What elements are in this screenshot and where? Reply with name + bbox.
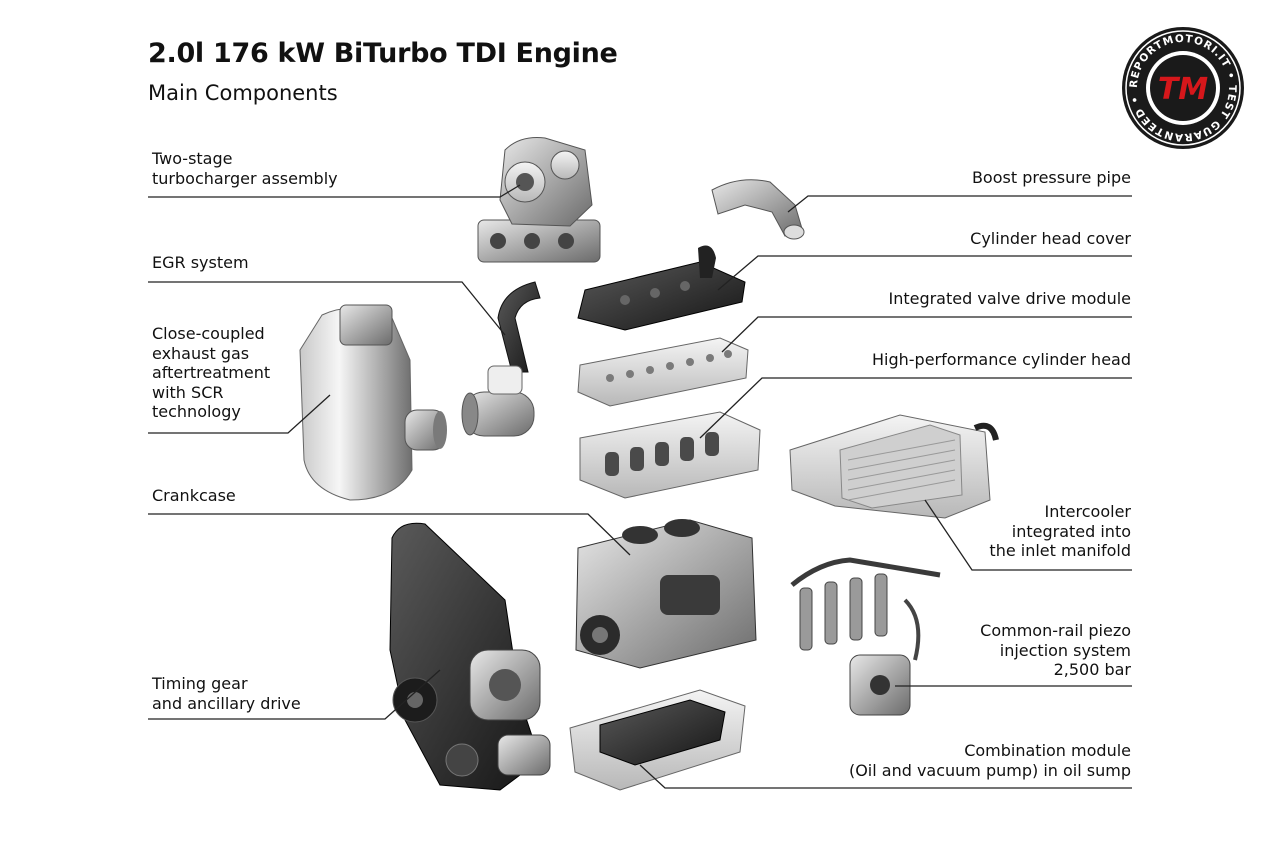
label-crankcase-line1: Crankcase — [152, 486, 236, 505]
label-injection-line3: 2,500 bar — [1053, 660, 1131, 679]
label-head-cover-line1: Cylinder head cover — [970, 229, 1131, 248]
badge-logo-text: TM — [1158, 72, 1208, 107]
label-injection: Common-rail piezo injection system 2,500… — [980, 621, 1131, 680]
leader-turbocharger — [148, 184, 521, 198]
leader-combination — [639, 764, 1132, 789]
leader-aftertreatment — [148, 394, 331, 434]
label-combination-line2: (Oil and vacuum pump) in oil sump — [848, 760, 1131, 780]
label-timing: Timing gear and ancillary drive — [152, 674, 301, 713]
label-timing-line2: and ancillary drive — [152, 693, 301, 713]
label-injection-line2: injection system — [999, 640, 1131, 660]
leader-timing — [148, 669, 441, 720]
leader-cylinder-head — [699, 377, 1132, 439]
label-intercooler: Intercooler integrated into the inlet ma… — [989, 502, 1131, 561]
cylinder-head-cover-illustration — [577, 245, 746, 331]
injection-system-illustration — [790, 557, 941, 716]
cylinder-head-illustration — [579, 411, 761, 499]
timing-drive-illustration — [389, 522, 551, 791]
label-egr-line1: EGR system — [152, 253, 249, 272]
label-egr: EGR system — [152, 253, 249, 273]
leader-egr — [148, 281, 506, 336]
label-injection-line1: Common-rail piezo — [980, 621, 1131, 640]
label-timing-line1: Timing gear — [152, 674, 248, 693]
boost-pipe-illustration — [711, 179, 805, 240]
turbocharger-illustration — [477, 137, 601, 263]
page-title: 2.0l 176 kW BiTurbo TDI Engine — [148, 38, 618, 69]
valve-drive-illustration — [577, 337, 749, 407]
label-turbocharger: Two-stage turbocharger assembly — [152, 149, 338, 188]
leader-crankcase — [148, 513, 631, 556]
label-head-cover: Cylinder head cover — [970, 229, 1131, 249]
label-cylinder-head: High-performance cylinder head — [872, 350, 1131, 370]
label-combination-line1: Combination module — [964, 741, 1131, 760]
label-combination: Combination module (Oil and vacuum pump)… — [849, 741, 1131, 780]
crankcase-illustration — [575, 519, 757, 669]
label-aftertreatment: Close-coupled exhaust gas aftertreatment… — [152, 324, 270, 422]
label-aftertreatment-line1: Close-coupled — [152, 324, 265, 343]
label-boost-pipe-line1: Boost pressure pipe — [971, 168, 1131, 187]
label-boost-pipe: Boost pressure pipe — [972, 168, 1131, 188]
leader-boost-pipe — [787, 195, 1132, 213]
label-turbocharger-line2: turbocharger assembly — [152, 168, 338, 188]
label-aftertreatment-line4: with SCR — [152, 382, 224, 402]
oil-sump-illustration — [569, 689, 746, 791]
reportmotori-logo-badge: REPORTMOTORI.IT • TEST GUARANTEED • TM — [1122, 27, 1244, 149]
leader-valve-drive — [721, 316, 1132, 353]
label-crankcase: Crankcase — [152, 486, 236, 506]
leader-head-cover — [717, 255, 1132, 291]
page-subtitle: Main Components — [148, 81, 338, 105]
label-valve-drive-line1: Integrated valve drive module — [888, 289, 1131, 308]
label-aftertreatment-line2: exhaust gas — [152, 343, 250, 363]
label-cylinder-head-line1: High-performance cylinder head — [871, 350, 1131, 369]
label-intercooler-line2: integrated into — [1011, 521, 1131, 541]
label-turbocharger-line1: Two-stage — [152, 149, 233, 168]
label-valve-drive: Integrated valve drive module — [888, 289, 1131, 309]
label-aftertreatment-line3: aftertreatment — [152, 363, 271, 382]
leader-intercooler — [924, 499, 1132, 571]
intercooler-illustration — [789, 414, 999, 519]
label-intercooler-line3: the inlet manifold — [989, 541, 1131, 560]
egr-illustration — [461, 281, 541, 437]
label-aftertreatment-line5: technology — [152, 402, 241, 421]
label-intercooler-line1: Intercooler — [1044, 502, 1131, 521]
aftertreatment-illustration — [299, 304, 447, 501]
